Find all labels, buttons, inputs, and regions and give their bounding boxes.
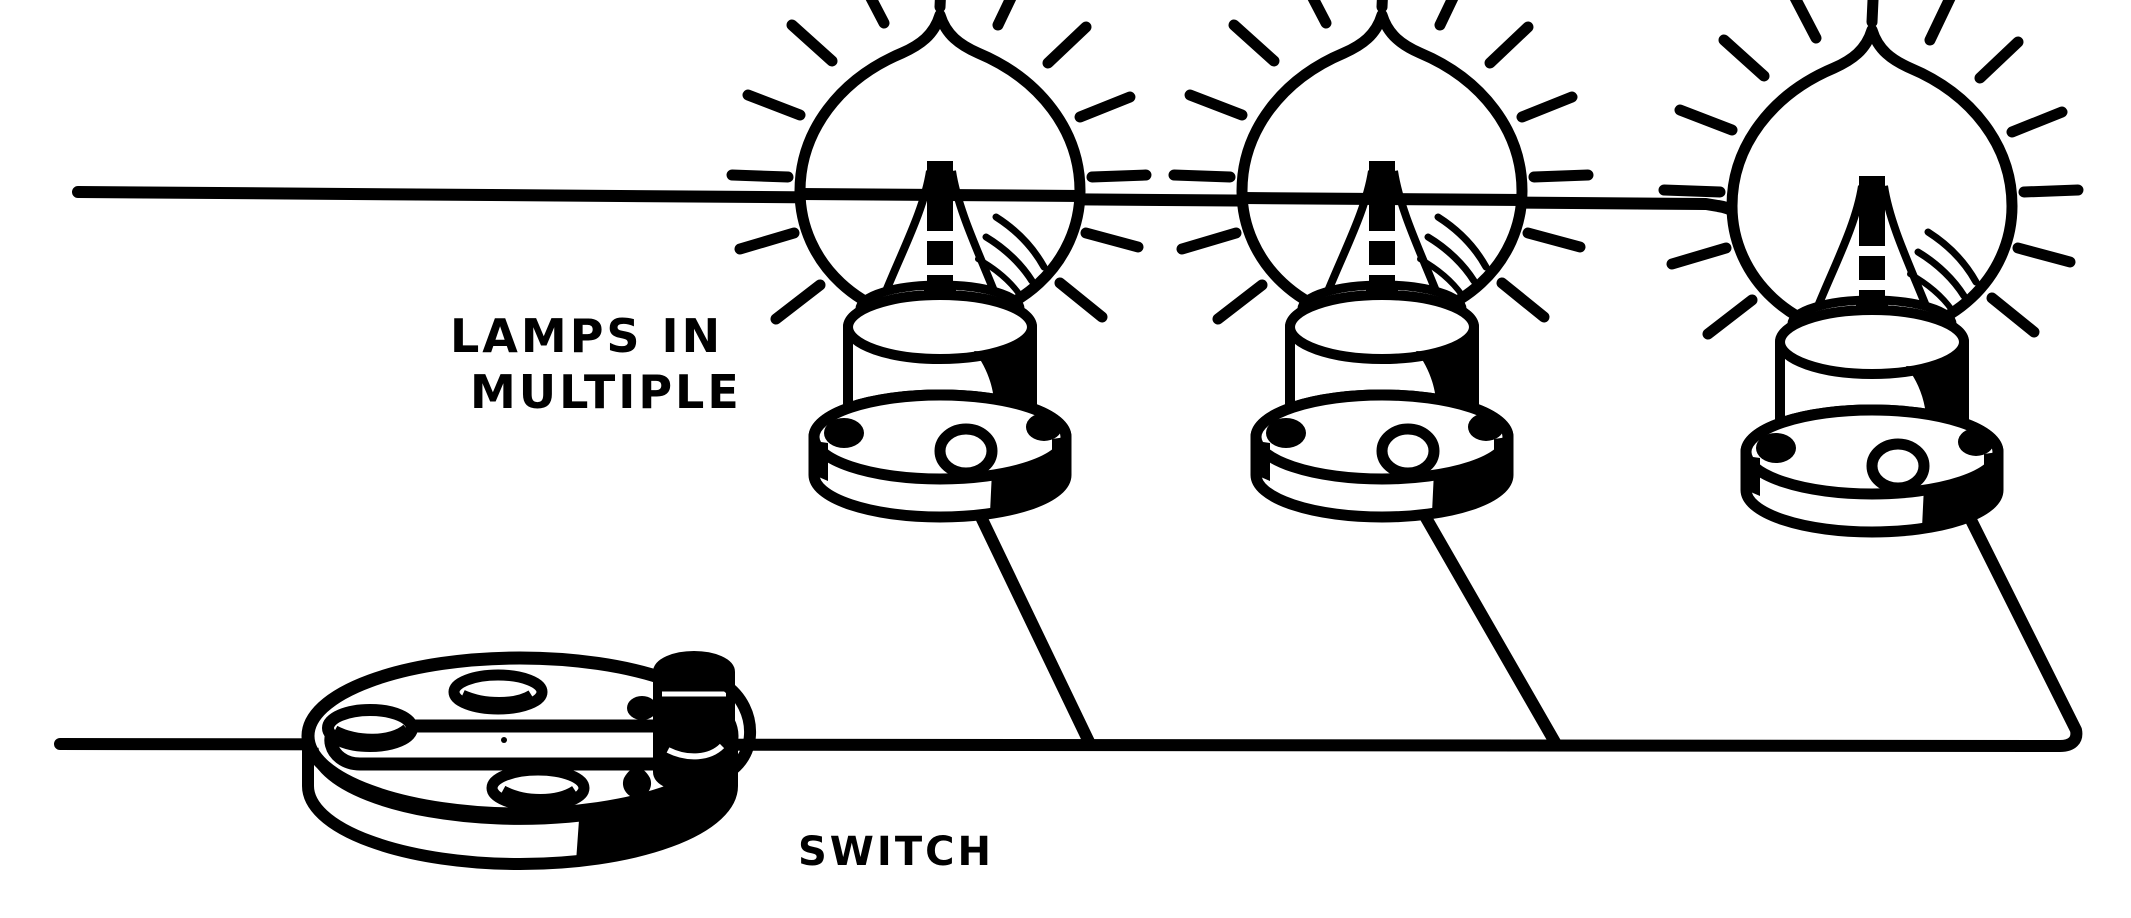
switch-base-speck-b <box>511 763 517 769</box>
lamp-2-bulb-icon <box>1242 15 1522 321</box>
switch-contact-stud-upper <box>627 696 657 720</box>
switch-base-rim <box>309 747 724 825</box>
switch-mounting-hole-bottom-shadow <box>498 785 580 808</box>
switch-base-speck-a <box>501 737 507 743</box>
switch-terminal-post-top <box>653 651 735 693</box>
lamp-1-socket <box>814 285 1066 517</box>
lamp-2-drop-wire <box>1404 484 1562 750</box>
lamp-1[interactable] <box>732 0 1146 517</box>
lamp-3-socket <box>1746 300 1998 532</box>
top-rail-overlay <box>799 188 1525 206</box>
lamp-1-drop-wire <box>962 484 1096 750</box>
lamp-2[interactable] <box>1174 0 1588 517</box>
switch-mounting-hole-top-shadow <box>459 689 536 710</box>
lamp-2-socket <box>1256 285 1508 517</box>
label-lamps-in-multiple-line2: MULTIPLE <box>470 365 742 419</box>
label-lamps-in-multiple-line1: LAMPS IN <box>450 309 723 363</box>
switch-contact-stud-lower <box>622 767 652 798</box>
lamp-3-bulb-icon <box>1732 30 2012 336</box>
bottom-rail-wire <box>54 436 2083 752</box>
switch-terminal-post-highlight-2 <box>666 743 725 760</box>
lamp-3[interactable] <box>1664 0 2078 532</box>
lamp-1-bulb-icon <box>800 15 1080 321</box>
knife-switch[interactable] <box>301 651 757 870</box>
switch-lever-knob-shadow <box>330 724 413 748</box>
switch-terminal-wire-loop <box>713 679 757 784</box>
label-switch: SWITCH <box>798 829 994 875</box>
